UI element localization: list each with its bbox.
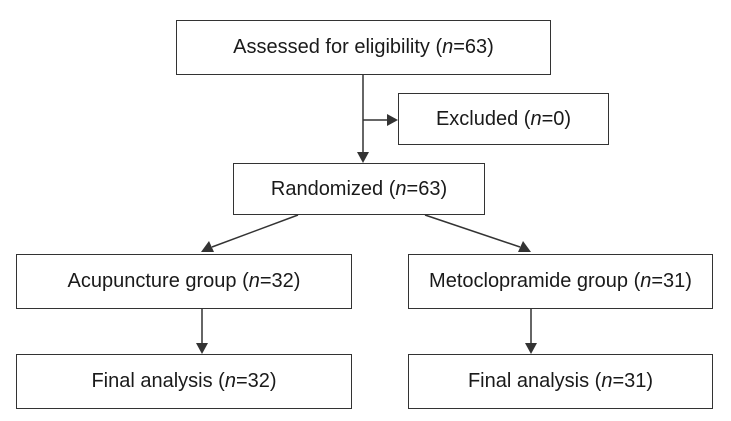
acupuncture-value: =32) [259,270,301,292]
randomized-value: =63) [406,177,448,200]
excluded-value: =0) [541,107,572,130]
metoclopramide-n-symbol: n [640,270,652,292]
final-acupuncture-n-symbol: n [224,370,236,392]
final-metoclopramide-n-symbol: n [601,370,613,392]
final-acupuncture-label: Final analysis ( [91,370,225,392]
assessed-label: Assessed for eligibility ( [233,36,443,58]
arrowhead-final-acupuncture [196,343,208,354]
metoclopramide-group-box: Metoclopramide group (n=31) [408,254,713,309]
arrowhead-acupuncture [201,241,214,252]
arrowhead-randomized [357,152,369,163]
acupuncture-n-symbol: n [248,270,260,292]
randomized-label: Randomized ( [270,177,396,200]
acupuncture-group-box: Acupuncture group (n=32) [16,254,352,309]
arrowhead-final-metoclopramide [525,343,537,354]
excluded-label: Excluded ( [435,107,531,130]
randomized-box: Randomized (n=63) [233,163,485,215]
acupuncture-label: Acupuncture group ( [67,270,249,292]
randomized-n-symbol: n [395,177,407,200]
arrow-randomized-to-metoclopramide [424,214,521,248]
metoclopramide-value: =31) [651,270,692,292]
final-analysis-metoclopramide-box: Final analysis (n=31) [408,354,713,409]
final-metoclopramide-value: =31) [612,370,654,392]
assessed-box: Assessed for eligibility (n=63) [176,20,551,75]
arrowhead-excluded [387,114,398,126]
assessed-n-symbol: n [442,36,454,58]
final-acupuncture-value: =32) [235,370,277,392]
final-metoclopramide-label: Final analysis ( [467,370,602,392]
excluded-n-symbol: n [530,107,542,130]
final-analysis-acupuncture-box: Final analysis (n=32) [16,354,352,409]
arrow-randomized-to-acupuncture [211,214,299,248]
metoclopramide-label: Metoclopramide group ( [429,270,641,292]
excluded-box: Excluded (n=0) [398,93,609,145]
assessed-value: =63) [453,36,494,58]
arrowhead-metoclopramide [518,241,531,252]
